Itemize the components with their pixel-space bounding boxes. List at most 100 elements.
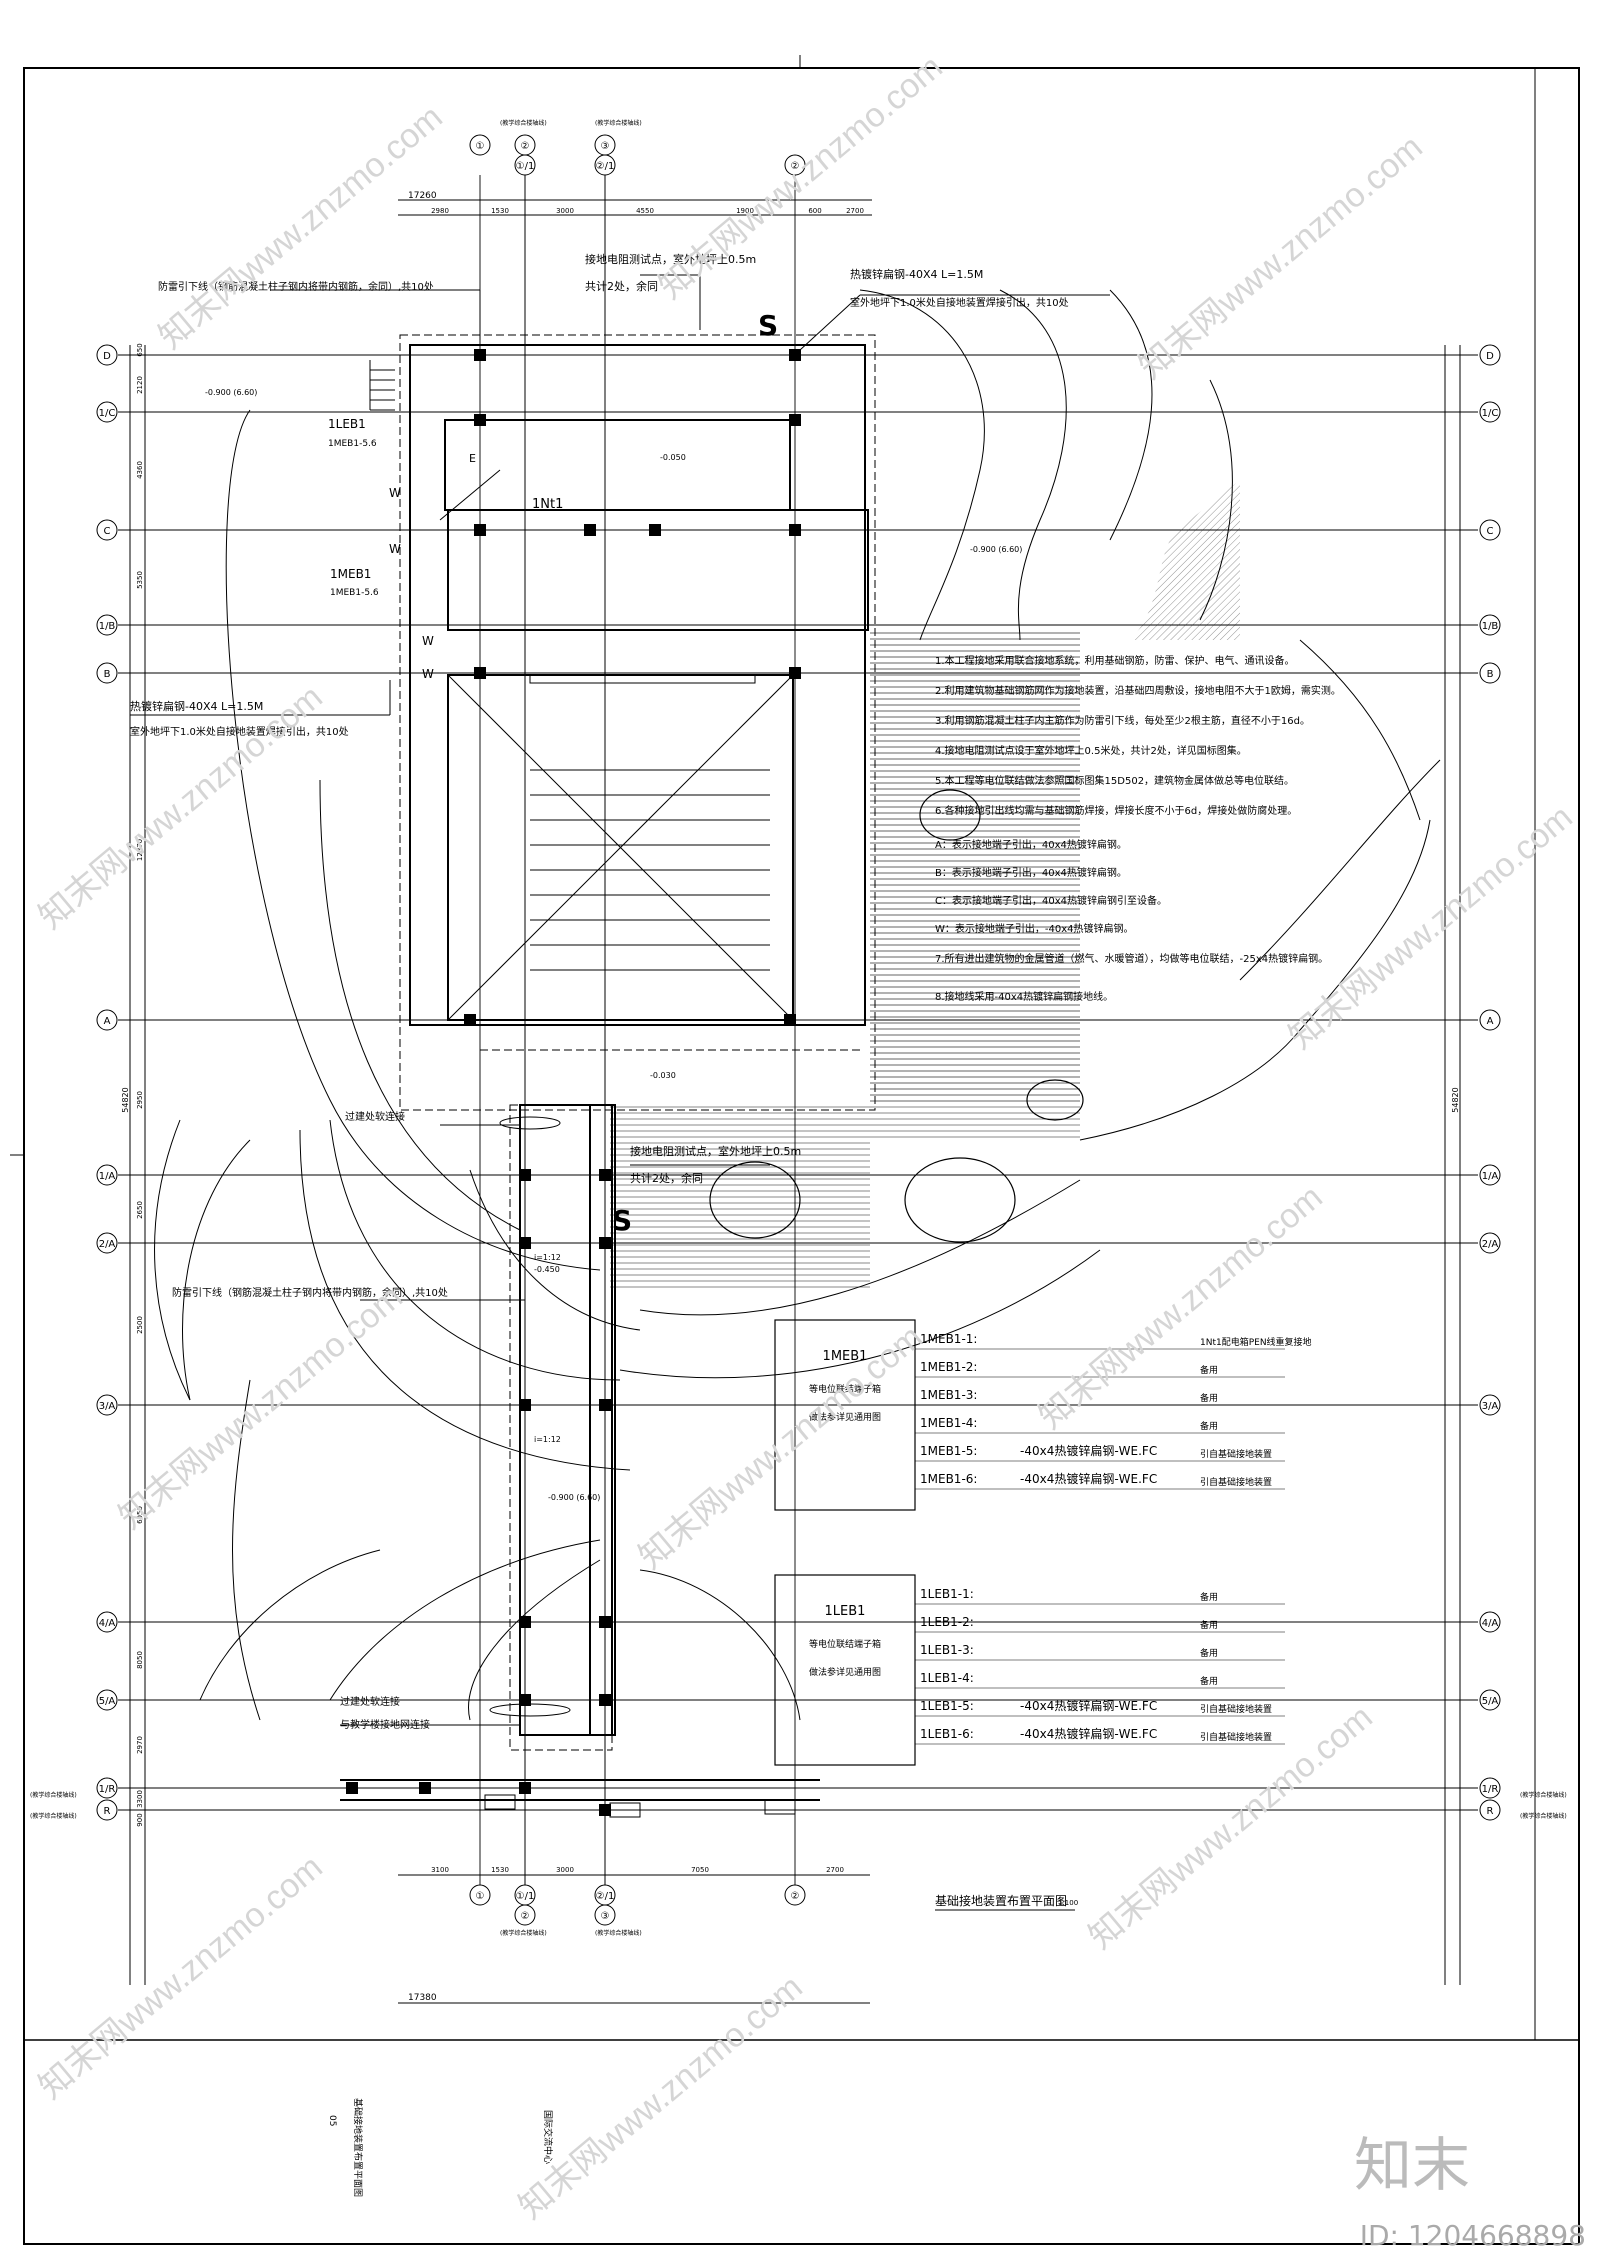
ref-building-label: (教学综合楼轴线)	[500, 119, 547, 127]
grid-label-row: 1/B	[99, 621, 116, 632]
terminal-note: 备用	[1200, 1364, 1218, 1376]
terminal-value: -40x4热镀锌扁钢-WE.FC	[1020, 1472, 1157, 1486]
grid-label-col-top: ②/1	[596, 161, 615, 172]
dim-text-left: 900	[136, 1813, 144, 1826]
dim-text-top: 2700	[846, 207, 864, 215]
ref-building-label: (教学综合楼轴线)	[1520, 1791, 1567, 1799]
grid-label-col-top: ③	[601, 141, 610, 152]
ref-building-label: (教学综合楼轴线)	[595, 1929, 642, 1937]
terminal-note: 备用	[1200, 1675, 1218, 1687]
label-steel-top: 热镀锌扁钢-40X4 L=1.5M	[850, 267, 983, 281]
dim-text-bottom: 7050	[691, 1866, 709, 1874]
grid-label-row: 1/B	[1482, 621, 1499, 632]
grid-label-row: 2/A	[99, 1239, 116, 1250]
leb-box-sub2: 做法参详见通用图	[809, 1666, 881, 1678]
label-test-point-top: 接地电阻测试点，室外地坪上0.5m	[585, 252, 756, 266]
dim-text-left: 650	[136, 343, 144, 356]
meb-box-title: 1MEB1	[823, 1349, 868, 1364]
label-leb: 1LEB1	[328, 417, 366, 431]
grid-label-col-top: ①	[476, 141, 485, 152]
terminal-note: 备用	[1200, 1591, 1218, 1603]
meb-box-sub1: 等电位联结端子箱	[809, 1383, 881, 1395]
s-mark-top: S	[758, 309, 778, 342]
grid-label-row: C	[1487, 526, 1494, 537]
stair	[369, 360, 395, 411]
grid-label-col-bottom: ①/1	[516, 1891, 535, 1902]
column	[789, 667, 801, 679]
design-note: A：表示接地端子引出，40x4热镀锌扁钢。	[935, 838, 1127, 851]
label-exp-joint-2b: 与教学楼接地网连接	[340, 1718, 430, 1731]
sheet-no: 05	[327, 2115, 337, 2126]
grid-bubble-col-top	[469, 134, 491, 156]
design-note: 6.各种接地引出线均需与基础钢筋焊接，焊接长度不小于6d，焊接处做防腐处理。	[935, 804, 1297, 817]
terminal-key: 1MEB1-2:	[920, 1360, 977, 1374]
column	[649, 524, 661, 536]
terminal-key: 1LEB1-3:	[920, 1643, 974, 1657]
grid-bubble-row	[96, 1611, 118, 1633]
label-leb-sub: 1MEB1-5.6	[328, 439, 377, 449]
grid-bubble-row	[1479, 1232, 1501, 1254]
grid-label-col-bottom: ③	[601, 1911, 610, 1922]
grid-bubble-row	[96, 1777, 118, 1799]
column	[519, 1782, 531, 1794]
dim-text-left-total: 54820	[121, 1087, 130, 1112]
column	[789, 524, 801, 536]
column	[519, 1399, 531, 1411]
dim-text-bottom: 3100	[431, 1866, 449, 1874]
dim-text-top: 600	[808, 207, 821, 215]
slope-1: i=1:12	[534, 1253, 561, 1262]
terminal-key: 1LEB1-2:	[920, 1615, 974, 1629]
terminal-key: 1LEB1-5:	[920, 1699, 974, 1713]
grid-bubble-row	[96, 1232, 118, 1254]
terminal-key: 1LEB1-6:	[920, 1727, 974, 1741]
column	[464, 1014, 476, 1026]
grid-label-col-bottom: ②/1	[596, 1891, 615, 1902]
column	[584, 524, 596, 536]
grid-label-row: 1/R	[99, 1784, 116, 1795]
grid-label-row: A	[104, 1016, 111, 1027]
dim-text-bottom: 3000	[556, 1866, 574, 1874]
label-steel-left-2: 室外地坪下1.0米处自接地装置焊接引出，共10处	[130, 725, 349, 738]
column	[599, 1804, 611, 1816]
w-mark-3: W	[422, 634, 434, 648]
column	[599, 1616, 611, 1628]
grid-bubble-col-bottom	[514, 1884, 536, 1906]
grid-bubble-row	[1479, 1799, 1501, 1821]
grounding-ring	[399, 334, 876, 1751]
grid-label-row: 4/A	[99, 1618, 116, 1629]
grid-label-col-top: ②	[791, 161, 800, 172]
grid-label-col-bottom: ①	[476, 1891, 485, 1902]
label-test-point-top-2: 共计2处，余同	[585, 279, 658, 293]
dim-text-top: 3000	[556, 207, 574, 215]
leader-lines	[130, 274, 1110, 1726]
column	[599, 1399, 611, 1411]
dim-text-left: 5350	[136, 571, 144, 589]
dim-text-left: 2650	[136, 1201, 144, 1219]
dim-text-left: 2120	[136, 376, 144, 394]
label-steel-left: 热镀锌扁钢-40X4 L=1.5M	[130, 699, 263, 713]
label-test-point-mid: 接地电阻测试点，室外地坪上0.5m	[630, 1144, 801, 1158]
grid-label-row: D	[103, 351, 111, 362]
grid-bubble-row	[96, 1009, 118, 1031]
dim-text-left: 2500	[136, 1316, 144, 1334]
grid-label-row: D	[1486, 351, 1494, 362]
design-note: 8.接地线采用-40x4热镀锌扁钢接地线。	[935, 990, 1113, 1003]
grid-label-col-top: ②	[521, 141, 530, 152]
project-name: 国际交流中心	[542, 2110, 554, 2164]
grid-label-row: 5/A	[99, 1696, 116, 1707]
column	[519, 1616, 531, 1628]
e-mark: E	[469, 452, 476, 465]
design-note: 3.利用钢筋混凝土柱子内主筋作为防雷引下线，每处至少2根主筋，直径不小于16d。	[935, 714, 1310, 727]
elev-3: -0.030	[650, 1071, 676, 1080]
grid-bubble-col-top	[784, 154, 806, 176]
id-text: ID: 1204668898	[1359, 2219, 1586, 2252]
sheet-title-block: 基础接地装置布置平面图	[352, 2098, 364, 2197]
grid-label-col-bottom: ②	[521, 1911, 530, 1922]
grid-bubble-row	[96, 1164, 118, 1186]
w-mark-4: W	[422, 667, 434, 681]
grid-label-row: 1/A	[99, 1171, 116, 1182]
column	[474, 349, 486, 361]
column	[784, 1014, 796, 1026]
grid-label-row: R	[1487, 1806, 1494, 1817]
dim-bottom-total: 17380	[408, 1993, 437, 2003]
